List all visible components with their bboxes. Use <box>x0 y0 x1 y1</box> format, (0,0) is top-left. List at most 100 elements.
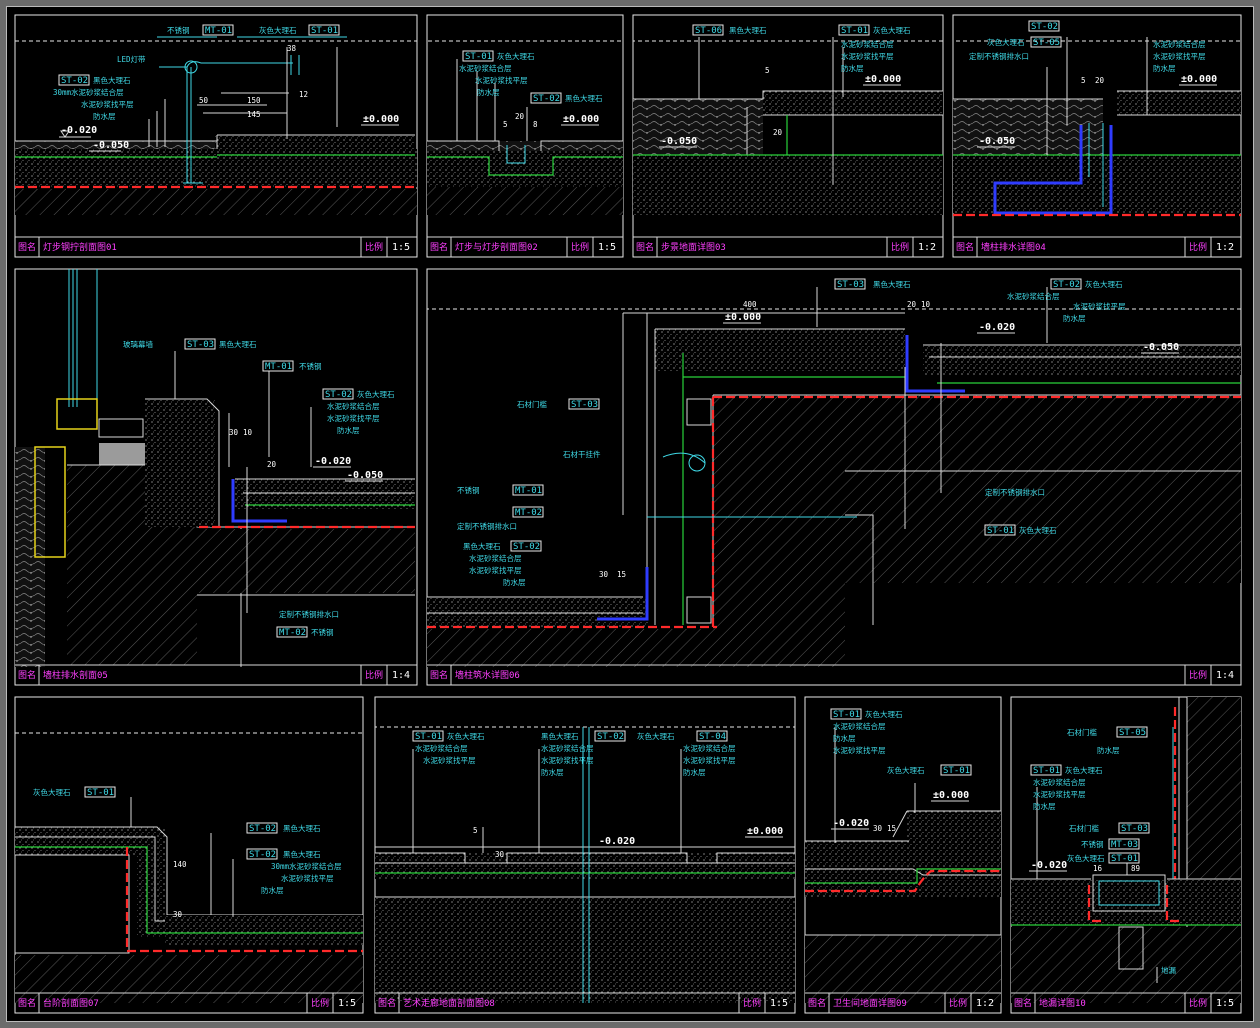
p01-note-waterproof: 防水层 <box>93 111 116 121</box>
title-label: 图名 <box>18 669 36 681</box>
p05-code-mt01: MT-01 <box>265 362 292 372</box>
panel-02-drawing <box>427 59 623 215</box>
p10-code-st01b: ST-01 <box>1111 854 1138 864</box>
p08-note-black: 黑色大理石 <box>541 731 579 741</box>
p06-dim-10: 10 <box>921 300 931 309</box>
p06-note-level: 水泥砂浆找平层 <box>1073 301 1126 311</box>
p04-note-bond: 水泥砂浆结合层 <box>1153 39 1206 49</box>
p06-code-st01: ST-01 <box>987 526 1014 536</box>
title-label: 图名 <box>1014 997 1032 1009</box>
p06-code-st03: ST-03 <box>837 280 864 290</box>
p08-note-level: 水泥砂浆找平层 <box>423 755 476 765</box>
p08-dim-5: 5 <box>473 826 478 835</box>
p08-note-bond: 水泥砂浆结合层 <box>415 743 468 753</box>
panel-title-p04: 墙柱排水详图04 <box>981 241 1046 253</box>
p08-note-water2: 防水层 <box>683 767 706 777</box>
p10-note-bond: 水泥砂浆结合层 <box>1033 777 1086 787</box>
p08-note-level2: 水泥砂浆找平层 <box>541 755 594 765</box>
p01-code-mt01: MT-01 <box>205 26 232 36</box>
p10-dim-89: 89 <box>1131 864 1140 873</box>
p01-dim-50: 50 <box>199 96 209 105</box>
p06-level-m020: -0.020 <box>979 322 1015 333</box>
p08-level-m020: -0.020 <box>599 836 635 847</box>
p02-note-bond: 水泥砂浆结合层 <box>459 63 512 73</box>
p06-note-stone-sill: 石材门槛 <box>517 399 547 409</box>
p04-code-st02: ST-02 <box>1031 22 1058 32</box>
drawing-sheet: MT-01 不锈钢 ST-01 灰色大理石 LED灯带 ST-02 黑色大理石 … <box>6 6 1254 1022</box>
p03-note-grey: 灰色大理石 <box>873 25 911 35</box>
p06-note-metal: 石材干挂件 <box>563 449 601 459</box>
p07-note-black: 黑色大理石 <box>283 823 321 833</box>
p07-dim-140: 140 <box>173 860 187 869</box>
p06-note-drain2: 定制不锈钢排水口 <box>457 521 517 531</box>
title-label: 图名 <box>808 997 826 1009</box>
p01-dim-38: 38 <box>287 44 297 53</box>
panel-scale-p01: 1:5 <box>392 242 410 253</box>
p06-code-mt02: MT-02 <box>515 508 542 518</box>
p05-dim-30: 30 <box>229 428 239 437</box>
p10-code-st03: ST-03 <box>1121 824 1148 834</box>
p10-note-level: 水泥砂浆找平层 <box>1033 789 1086 799</box>
p05-level-m050: -0.050 <box>347 470 383 481</box>
p07-code-st01: ST-01 <box>87 788 114 798</box>
p01-level-m050: -0.050 <box>93 140 129 151</box>
p09-dim-30: 30 <box>873 824 883 833</box>
p05-code-st03: ST-03 <box>187 340 214 350</box>
scale-label: 比例 <box>743 997 761 1009</box>
p09-level-zero: ±0.000 <box>933 790 969 801</box>
title-label: 图名 <box>378 997 396 1009</box>
scale-label: 比例 <box>365 669 383 681</box>
p09-code-st01b: ST-01 <box>943 766 970 776</box>
p10-note-grey2: 灰色大理石 <box>1067 853 1105 863</box>
p08-code-st01: ST-01 <box>415 732 442 742</box>
p09-note-bond: 水泥砂浆结合层 <box>833 721 886 731</box>
panel-scale-p10: 1:5 <box>1216 998 1234 1009</box>
p02-code-st02: ST-02 <box>533 94 560 104</box>
p04-note-water: 防水层 <box>1153 63 1176 73</box>
p05-note-glass: 玻璃幕墙 <box>123 339 153 349</box>
p09-level-m020: -0.020 <box>833 818 869 829</box>
p06-note-grey: 灰色大理石 <box>1085 279 1123 289</box>
cad-canvas: MT-01 不锈钢 ST-01 灰色大理石 LED灯带 ST-02 黑色大理石 … <box>14 14 1242 1014</box>
p02-dim-8: 8 <box>533 120 538 129</box>
p02-note-grey: 灰色大理石 <box>497 51 535 61</box>
panel-scale-p03: 1:2 <box>918 242 936 253</box>
p10-note-water2: 防水层 <box>1033 801 1056 811</box>
p03-dim-20: 20 <box>773 128 783 137</box>
p06-note-level2: 水泥砂浆找平层 <box>469 565 522 575</box>
title-label: 图名 <box>18 997 36 1009</box>
p08-note-grey: 灰色大理石 <box>447 731 485 741</box>
p04-dim-5: 5 <box>1081 76 1086 85</box>
p03-note-bond: 水泥砂浆结合层 <box>841 39 894 49</box>
p02-note-water: 防水层 <box>477 87 500 97</box>
p06-dim-20: 20 <box>907 300 917 309</box>
p03-note-black: 黑色大理石 <box>729 25 767 35</box>
p09-note-grey: 灰色大理石 <box>865 709 903 719</box>
scale-label: 比例 <box>891 241 909 253</box>
p04-level-m050: -0.050 <box>979 136 1015 147</box>
p01-dim-150: 150 <box>247 96 261 105</box>
p04-dim-20: 20 <box>1095 76 1105 85</box>
p08-code-st04: ST-04 <box>699 732 726 742</box>
p04-code-st05: ST-05 <box>1033 38 1060 48</box>
p06-note-steel: 不锈钢 <box>457 485 480 495</box>
p06-code-st02: ST-02 <box>1053 280 1080 290</box>
p06-level-m050: -0.050 <box>1143 342 1179 353</box>
panel-scale-p07: 1:5 <box>338 998 356 1009</box>
p02-dim-5: 5 <box>503 120 508 129</box>
p01-note-grey: 灰色大理石 <box>259 25 297 35</box>
p04-note-grey: 灰色大理石 <box>987 37 1025 47</box>
p01-dim-145: 145 <box>247 110 261 119</box>
p05-code-st02: ST-02 <box>325 390 352 400</box>
p07-code-st02: ST-02 <box>249 824 276 834</box>
panel-04-drawing <box>953 37 1241 217</box>
p08-note-water: 防水层 <box>541 767 564 777</box>
p10-level-m020: -0.020 <box>1031 860 1067 871</box>
p01-note-level: 水泥砂浆找平层 <box>81 99 134 109</box>
p10-note-water: 防水层 <box>1097 745 1120 755</box>
p08-note-bond3: 水泥砂浆结合层 <box>683 743 736 753</box>
